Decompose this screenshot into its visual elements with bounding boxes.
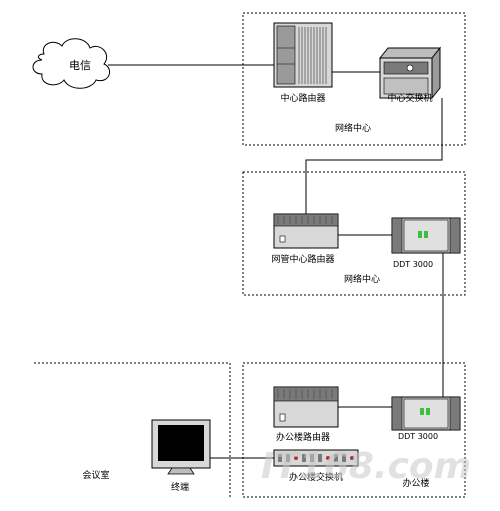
office-building-label: 办公楼	[402, 477, 429, 489]
mgmt-router-label: 网管中心路由器	[271, 253, 334, 265]
central-router-label: 中心路由器	[280, 92, 325, 104]
watermark: IT168.com	[261, 446, 471, 487]
office-hub-label: DDT 3000	[398, 432, 438, 441]
central-router-icon	[273, 22, 333, 88]
region-office-building	[242, 362, 466, 498]
region-meeting-room	[34, 362, 231, 497]
region-network-center-mid	[242, 171, 466, 296]
mgmt-router-icon	[273, 213, 339, 249]
mgmt-hub-label: DDT 3000	[393, 260, 433, 269]
office-hub-icon	[391, 396, 461, 431]
region-top-label: 网络中心	[335, 122, 371, 134]
terminal-label: 终端	[171, 481, 189, 493]
cloud-icon	[32, 38, 111, 89]
office-router-icon	[273, 386, 339, 428]
office-router-label: 办公楼路由器	[276, 431, 330, 443]
region-mid-label: 网络中心	[344, 273, 380, 285]
region-network-center-top	[242, 12, 466, 146]
meeting-room-label: 会议室	[82, 469, 109, 481]
office-switch-label: 办公楼交换机	[289, 471, 343, 483]
connections	[108, 64, 444, 459]
central-switch-label: 中心交换机	[387, 92, 432, 104]
cloud-label: 电信	[69, 59, 91, 72]
mgmt-hub-icon	[391, 217, 461, 254]
central-switch-icon	[378, 46, 442, 100]
link-switch-mgmt-router	[305, 98, 443, 214]
monitor-icon	[151, 419, 211, 475]
office-switch-icon	[273, 449, 359, 467]
